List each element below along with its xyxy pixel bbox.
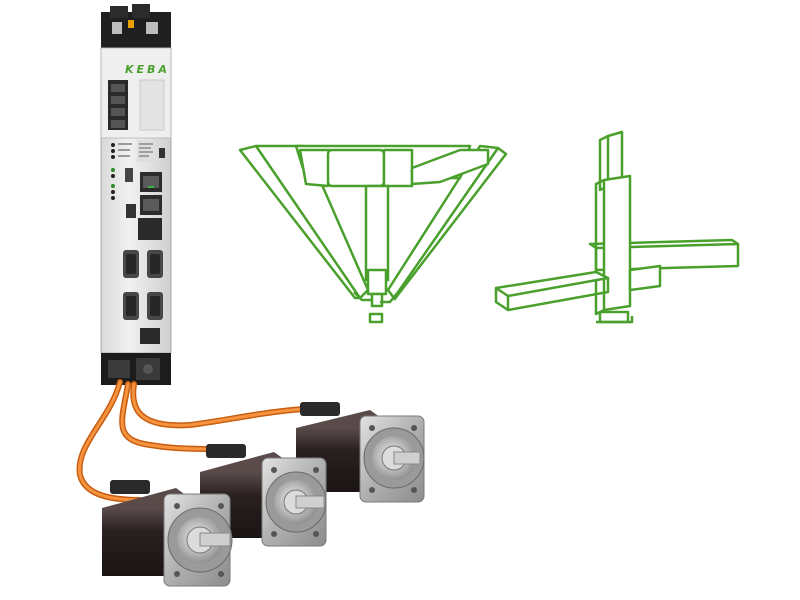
gantry-robot-illustration — [494, 130, 740, 324]
ethernet-ports — [140, 172, 162, 215]
status-led-panel — [111, 140, 165, 200]
servo-motor-back — [296, 402, 425, 503]
dsub-connectors — [123, 250, 163, 320]
servo-motor-middle — [200, 444, 327, 547]
servo-motor-front — [102, 480, 233, 587]
motor-cables — [76, 379, 323, 503]
servo-drive: KEBA — [100, 4, 172, 385]
delta-robot-illustration — [238, 144, 508, 324]
brand-logo: KEBA — [125, 63, 170, 76]
power-connector — [108, 80, 128, 130]
